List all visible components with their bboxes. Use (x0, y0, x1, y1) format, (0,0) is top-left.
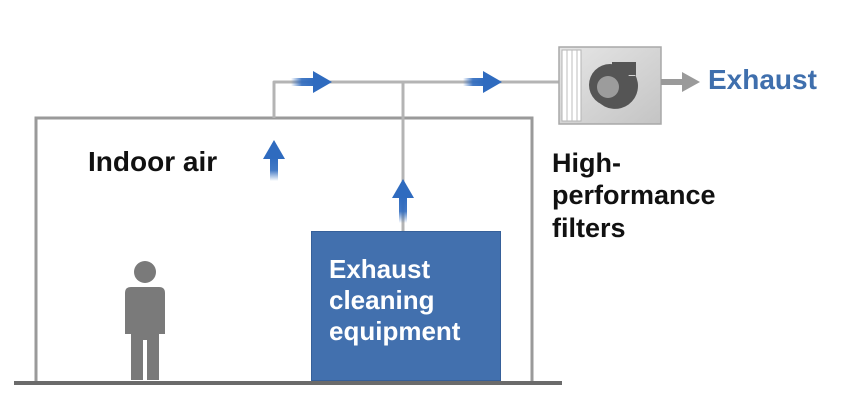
room-walls (34, 116, 534, 382)
equipment-label-line: Exhaust (329, 254, 431, 284)
person-icon (125, 261, 165, 380)
flow-arrow-icon (263, 140, 285, 181)
flow-arrow-icon (463, 71, 502, 93)
filters-label-line: performance (552, 180, 716, 211)
indoor-air-label: Indoor air (88, 146, 218, 177)
flow-arrow-icon (291, 71, 332, 93)
exhaust-label: Exhaust (708, 64, 817, 95)
filters-label-line: High- (552, 148, 621, 178)
exhaust-cleaning-equipment-label: Exhaust cleaning equipment (329, 254, 460, 348)
fan-icon (558, 46, 662, 125)
exhaust-cleaning-equipment-box: Exhaust cleaning equipment (311, 231, 501, 381)
equipment-label-line: cleaning (329, 285, 435, 316)
filters-label-line: filters (552, 212, 626, 243)
flow-arrow-icon (392, 179, 414, 223)
equipment-label-line: equipment (329, 316, 461, 347)
floor-line (14, 381, 562, 385)
exhaust-arrow-icon (661, 72, 700, 92)
high-performance-filters-label: High- performance filters (552, 147, 716, 244)
duct-system (272, 80, 562, 232)
